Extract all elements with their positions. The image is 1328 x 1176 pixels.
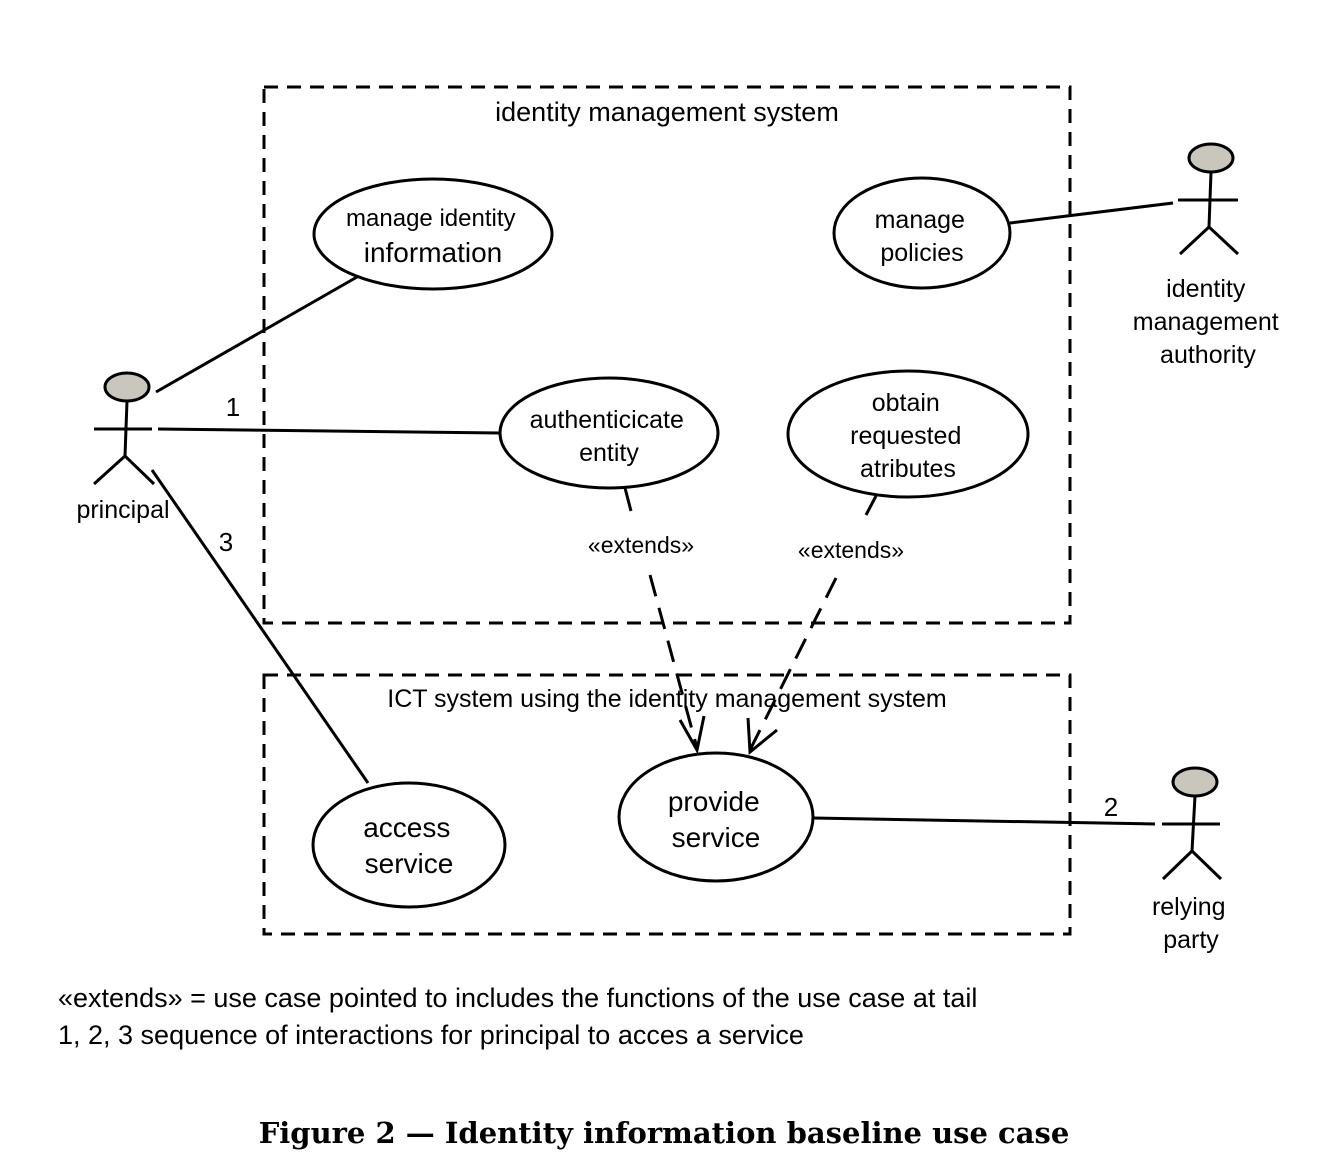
svg-text:relying party: relying party (1152, 893, 1230, 954)
actor-head-icon (1171, 766, 1219, 798)
assoc-principal-manage-identity (155, 275, 358, 394)
use-case-label: information (364, 237, 503, 268)
use-case-label: service (365, 848, 454, 879)
extends-label-2: «extends» (798, 537, 904, 563)
use-case-authenticate-entity: authenticicate entity (498, 376, 720, 490)
svg-text:manage identity informat: manage identity information (346, 205, 520, 268)
use-case-label: requested (850, 422, 961, 450)
assoc-principal-access-service (150, 469, 370, 784)
actor-label: principal (76, 496, 169, 524)
extends-label-1: «extends» (588, 532, 694, 558)
assoc-relying-party-provide-service (812, 816, 1156, 826)
actor-relying-party: relying party (1152, 766, 1230, 954)
assoc-principal-authenticate (157, 427, 501, 435)
sequence-number-2: 2 (1104, 792, 1118, 822)
svg-text:provide service: provide service (668, 786, 764, 853)
use-case-label: access (363, 812, 450, 843)
use-case-label: service (672, 822, 761, 853)
actor-label: authority (1160, 341, 1256, 369)
sequence-number-1: 1 (226, 392, 240, 422)
extends-obtain-dependency (746, 495, 878, 756)
note-sequence-definition: 1, 2, 3 sequence of interactions for pri… (58, 1020, 804, 1050)
use-case-manage-identity-information: manage identity information (312, 177, 554, 291)
idm-system-boundary: identity management system (262, 85, 1072, 625)
svg-text:access service: access service (363, 812, 455, 879)
actor-label: party (1163, 926, 1219, 954)
figure-caption: Figure 2 — Identity information baseline… (258, 1116, 1070, 1150)
use-case-obtain-requested-attributes: obtain requested atributes (786, 369, 1030, 499)
actor-label: relying (1152, 893, 1226, 921)
actor-label: identity (1166, 275, 1246, 303)
idm-system-label: identity management system (495, 97, 839, 127)
svg-text:obtain requested a: obtain requested atributes (850, 389, 966, 483)
use-case-label: provide (668, 786, 760, 817)
actor-principal: principal (76, 371, 170, 524)
svg-text:manage policies: manage policies (875, 206, 970, 267)
use-case-provide-service: provide service (617, 751, 815, 883)
use-case-label: authenticicate (530, 406, 684, 434)
use-case-label: policies (880, 239, 963, 267)
ict-system-label: ICT system using the identity management… (387, 685, 947, 713)
use-case-label: manage (875, 206, 965, 234)
note-extends-definition: «extends» = use case pointed to includes… (58, 983, 978, 1013)
extends-authenticate-dependency (623, 487, 706, 755)
use-case-label: atributes (860, 455, 956, 483)
sequence-number-3: 3 (219, 527, 233, 557)
use-case-label: entity (579, 439, 639, 467)
svg-text:identity management: identity management authority (1133, 275, 1283, 369)
assoc-authority-manage-policies (1009, 201, 1174, 225)
actor-label: management (1133, 308, 1279, 336)
diagram-notes: «extends» = use case pointed to includes… (58, 980, 1208, 1054)
use-case-access-service: access service (311, 781, 507, 909)
use-case-label: obtain (872, 389, 940, 417)
actor-identity-management-authority: identity management authority (1133, 142, 1283, 369)
use-case-manage-policies: manage policies (832, 176, 1012, 290)
actor-head-icon (1187, 142, 1235, 174)
actor-head-icon (103, 371, 151, 403)
use-case-label: manage identity (346, 205, 515, 232)
svg-text:authenticicate entity: authenticicate entity (530, 406, 689, 467)
ict-system-boundary: ICT system using the identity management… (262, 673, 1072, 936)
